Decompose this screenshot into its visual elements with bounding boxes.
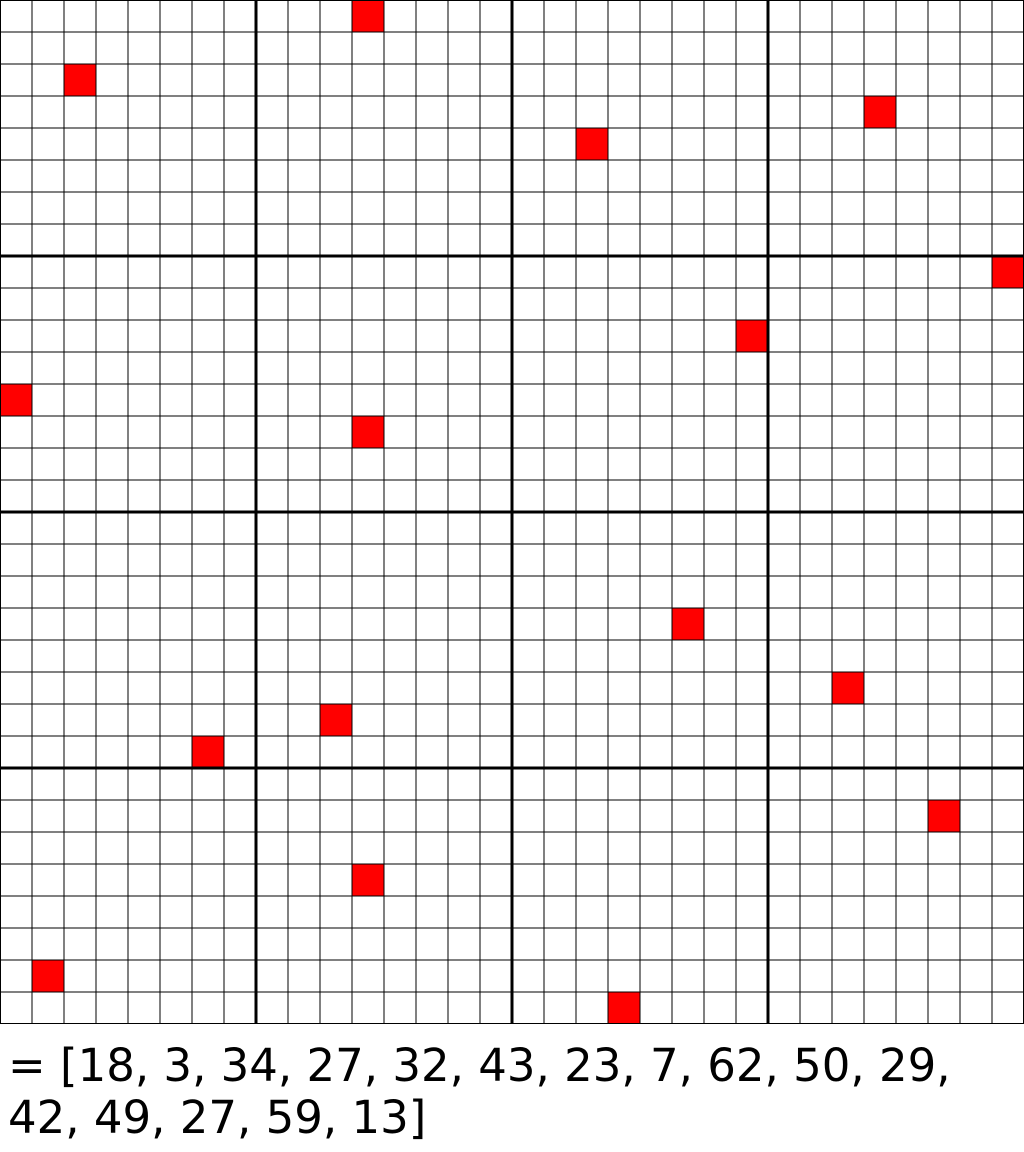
caption-text: = [18, 3, 34, 27, 32, 43, 23, 7, 62, 50,… bbox=[8, 1039, 951, 1144]
highlighted-cell-5 bbox=[992, 256, 1024, 288]
highlighted-cell-14 bbox=[352, 864, 384, 896]
highlighted-cell-15 bbox=[32, 960, 64, 992]
highlighted-cells bbox=[0, 0, 1024, 1024]
highlighted-cell-16 bbox=[608, 992, 640, 1024]
highlighted-cell-9 bbox=[672, 608, 704, 640]
highlighted-cell-13 bbox=[928, 800, 960, 832]
highlighted-cell-3 bbox=[864, 96, 896, 128]
highlighted-cell-12 bbox=[192, 736, 224, 768]
highlighted-cell-1 bbox=[352, 0, 384, 32]
highlighted-cell-2 bbox=[64, 64, 96, 96]
grid-diagram bbox=[0, 0, 1024, 1024]
highlighted-cell-10 bbox=[832, 672, 864, 704]
highlighted-cell-6 bbox=[736, 320, 768, 352]
highlighted-cell-4 bbox=[576, 128, 608, 160]
highlighted-cell-11 bbox=[320, 704, 352, 736]
highlighted-cell-8 bbox=[352, 416, 384, 448]
highlighted-cell-7 bbox=[0, 384, 32, 416]
